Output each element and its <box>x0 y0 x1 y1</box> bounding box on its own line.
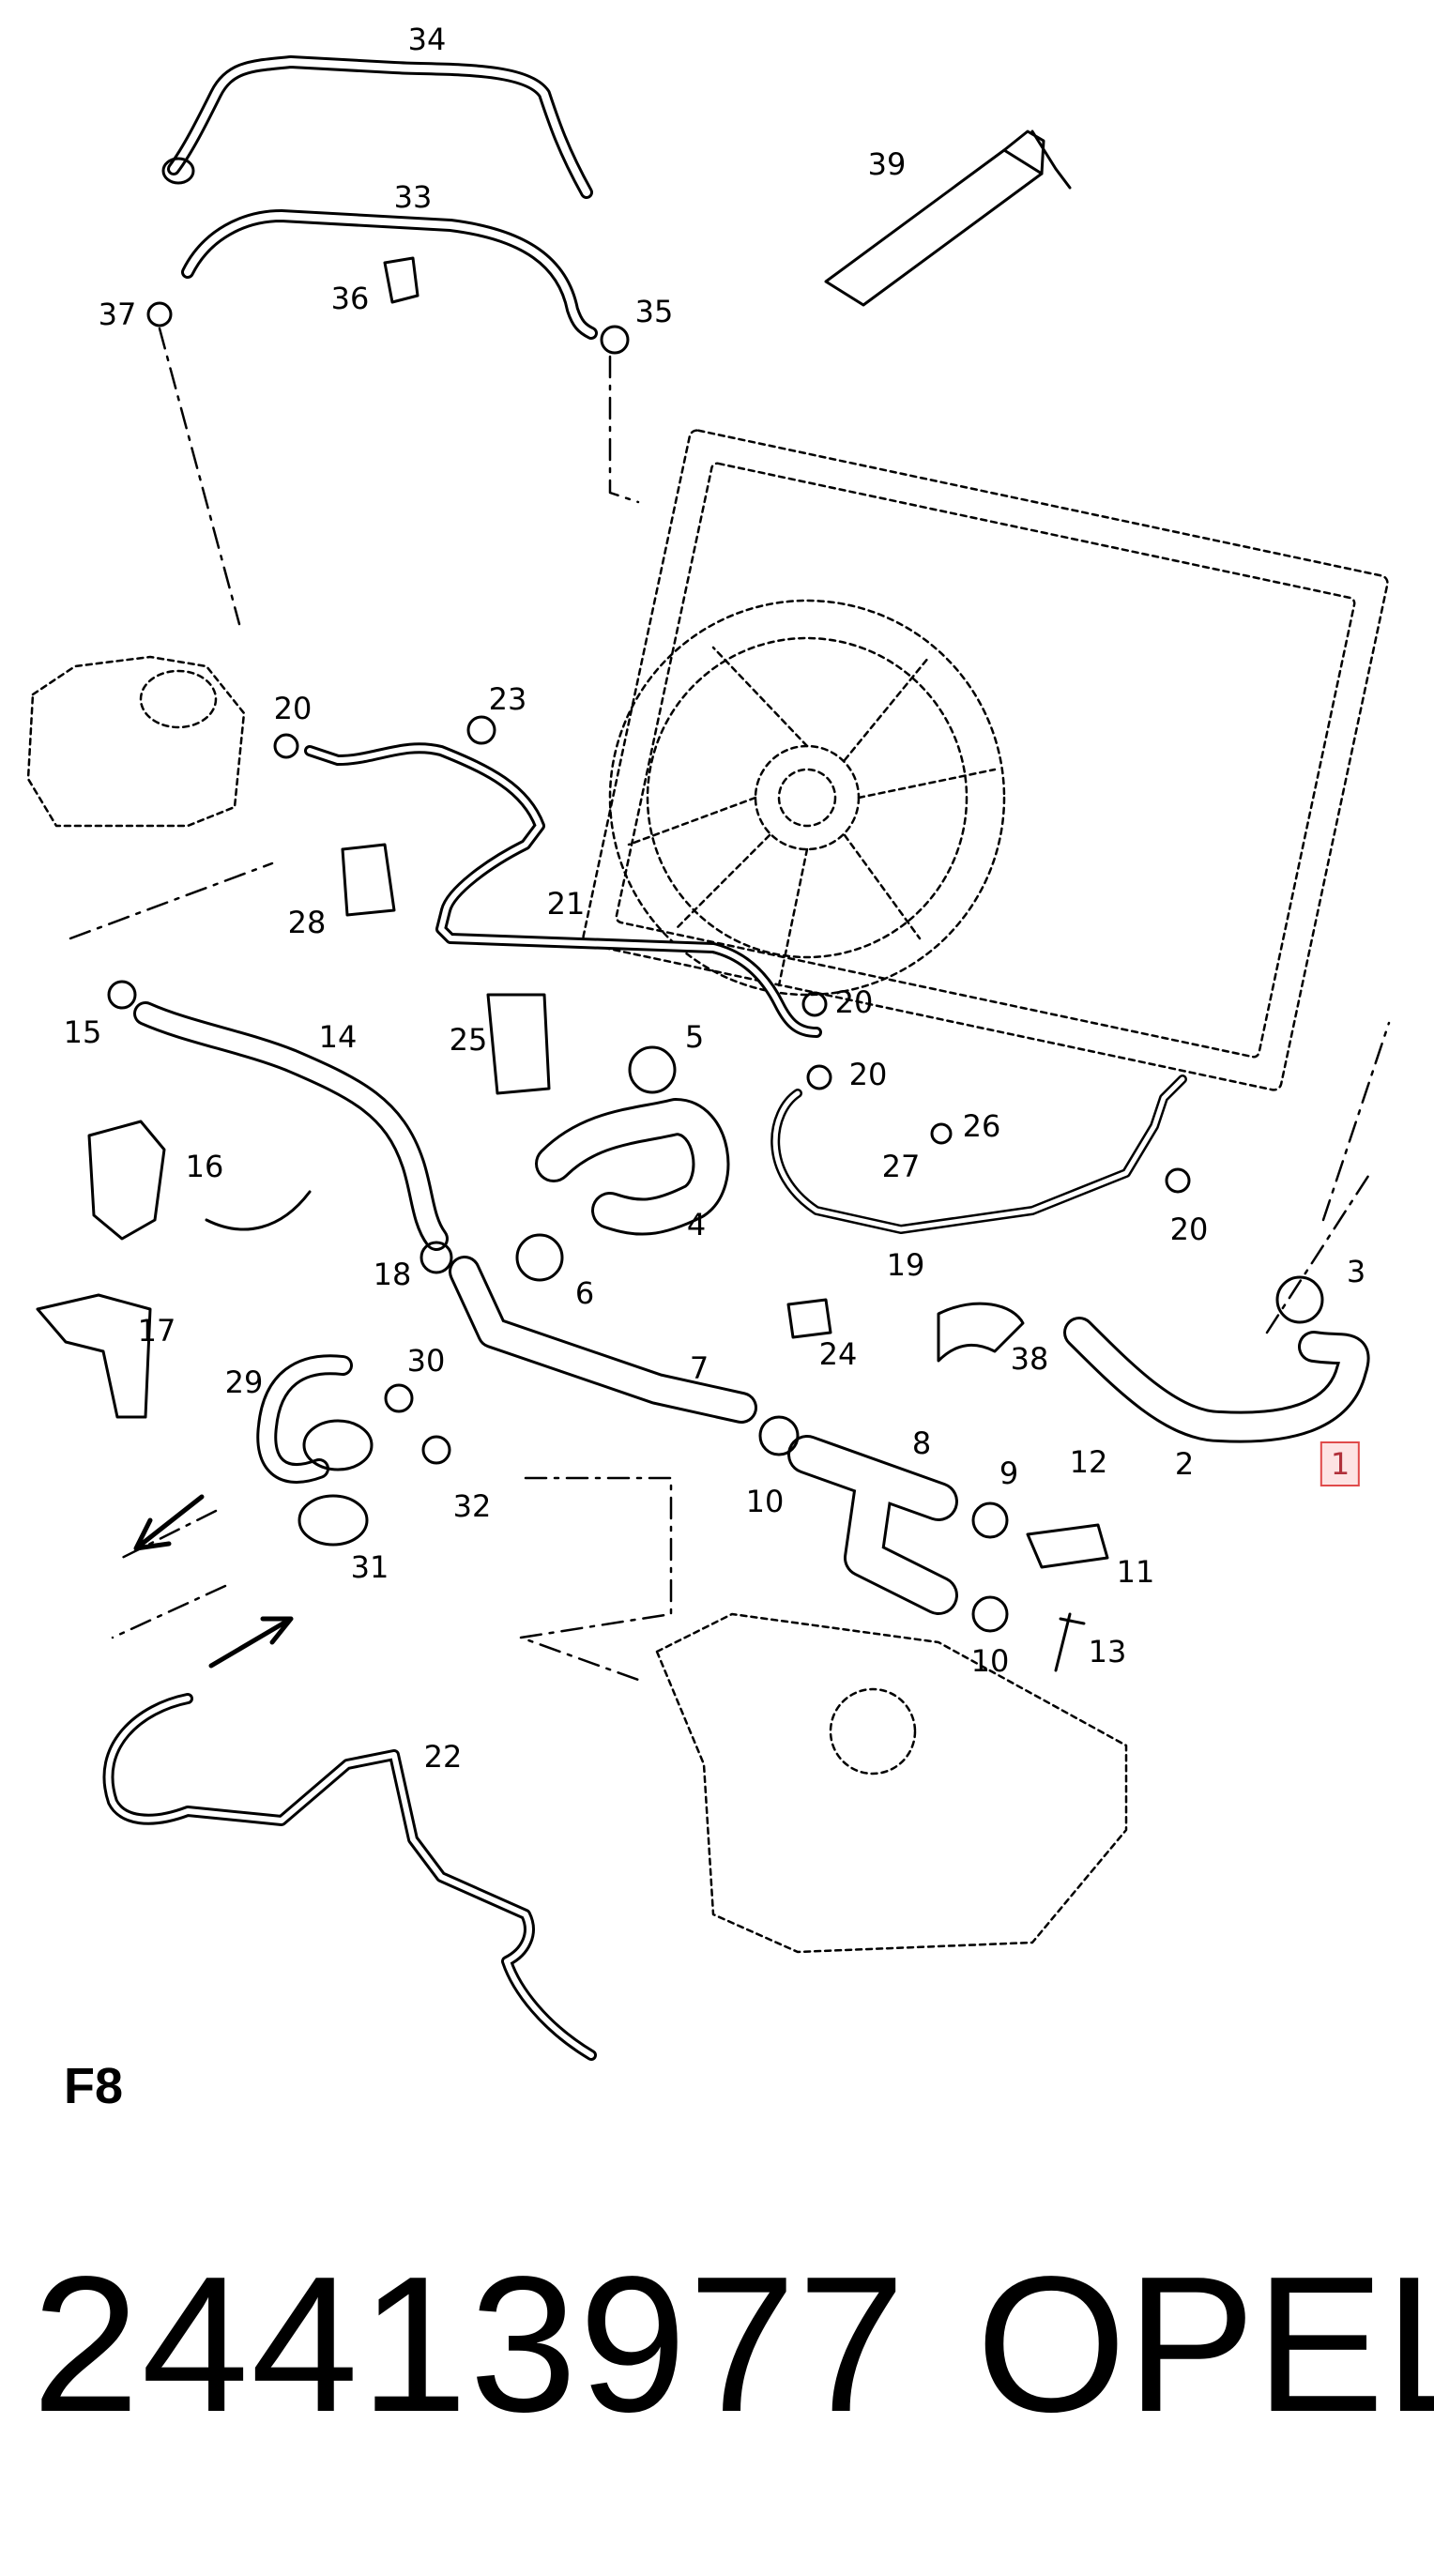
callout-2: 2 <box>1174 1446 1195 1482</box>
callout-7: 7 <box>689 1350 709 1386</box>
callout-25: 25 <box>449 1022 488 1058</box>
callout-20a: 20 <box>273 691 313 726</box>
callout-20c: 20 <box>848 1057 888 1092</box>
radiator-drawing <box>582 429 1389 1091</box>
callout-35: 35 <box>634 294 674 329</box>
brand-name: OPEL <box>976 2236 1434 2452</box>
clamp-20a-drawing <box>273 733 299 759</box>
callout-9: 9 <box>999 1456 1019 1491</box>
callout-39: 39 <box>867 146 907 182</box>
callout-23: 23 <box>488 681 527 717</box>
callout-3: 3 <box>1346 1254 1366 1289</box>
callout-32: 32 <box>452 1488 492 1524</box>
callout-12: 12 <box>1069 1444 1108 1480</box>
callout-22: 22 <box>423 1739 463 1775</box>
callout-24: 24 <box>818 1336 858 1372</box>
callout-6: 6 <box>574 1275 595 1311</box>
clamp-5-drawing <box>628 1045 677 1094</box>
clip-25-drawing <box>486 993 551 1095</box>
flow-arrow-left <box>133 1494 205 1551</box>
clamp-20c-drawing <box>806 1064 832 1090</box>
intake-manifold-drawing <box>655 1612 1128 1954</box>
thermostat-housing-16-drawing <box>87 1120 166 1241</box>
flange-11-drawing <box>1026 1523 1109 1569</box>
callout-33: 33 <box>393 179 433 215</box>
callout-29: 29 <box>224 1364 264 1400</box>
callout-17: 17 <box>137 1313 176 1349</box>
fan-drawing <box>608 599 1006 997</box>
clamp-35-drawing <box>600 325 630 355</box>
bracket-28-drawing <box>341 843 396 917</box>
flow-arrow-right <box>208 1616 294 1669</box>
callout-21: 21 <box>546 886 586 922</box>
section-label: F8 <box>64 2058 124 2114</box>
callout-18: 18 <box>373 1257 412 1292</box>
callout-8: 8 <box>911 1425 932 1461</box>
connector-31-drawing <box>297 1494 369 1547</box>
callout-10a: 10 <box>745 1484 785 1519</box>
clamp-30-drawing <box>384 1383 414 1413</box>
expansion-tank-drawing <box>26 655 246 828</box>
callout-20b: 20 <box>834 984 874 1020</box>
callout-34: 34 <box>407 22 447 57</box>
clamp-15-drawing <box>107 980 137 1010</box>
clamp-20d-drawing <box>1165 1167 1191 1194</box>
clamp-20b-drawing <box>801 991 828 1017</box>
clamp-37-drawing <box>146 301 173 328</box>
part-number: 24413977 <box>32 2236 908 2452</box>
clip-24-drawing <box>786 1298 832 1339</box>
cooling-system-exploded-diagram: 34 39 33 37 36 35 20 23 21 28 15 14 25 5… <box>26 22 1391 2061</box>
clamp-18-drawing <box>420 1241 453 1274</box>
pipe-22-drawing <box>102 1693 597 2061</box>
callout-14: 14 <box>318 1019 358 1055</box>
callout-5: 5 <box>684 1019 705 1055</box>
callout-27: 27 <box>881 1149 921 1184</box>
pipe-19-drawing <box>770 1075 1187 1234</box>
hose-33-drawing <box>181 209 598 340</box>
callout-20d: 20 <box>1169 1212 1209 1247</box>
callout-19: 19 <box>886 1247 925 1283</box>
callout-30: 30 <box>406 1343 446 1379</box>
bracket-17-drawing <box>36 1293 152 1419</box>
callout-36: 36 <box>330 281 370 316</box>
callout-15: 15 <box>63 1014 102 1050</box>
clip-36-drawing <box>383 256 420 304</box>
bolt-13-drawing <box>1054 1612 1086 1672</box>
clamp-9-drawing <box>971 1501 1009 1539</box>
callout-4: 4 <box>686 1207 707 1242</box>
clamp-6-drawing <box>515 1233 564 1282</box>
screw-23-drawing <box>466 715 496 745</box>
callout-38: 38 <box>1010 1341 1049 1377</box>
callout-31: 31 <box>350 1549 389 1585</box>
clip-38-drawing <box>937 1302 1025 1363</box>
callout-11: 11 <box>1116 1554 1155 1590</box>
clamp-3-drawing <box>1275 1275 1324 1324</box>
clamp-10a-drawing <box>758 1415 800 1456</box>
flow-arrow-curve <box>205 1190 312 1231</box>
callout-1-highlighted: 1 <box>1320 1441 1361 1486</box>
clamp-10b-drawing <box>971 1595 1009 1633</box>
screw-26-drawing <box>930 1122 953 1145</box>
callout-28: 28 <box>287 905 327 940</box>
gas-strut-39-drawing <box>824 148 1044 307</box>
callout-37: 37 <box>98 297 137 332</box>
callout-16: 16 <box>185 1149 224 1184</box>
callout-26: 26 <box>962 1108 1001 1144</box>
callout-13: 13 <box>1088 1634 1127 1669</box>
callout-10b: 10 <box>970 1643 1010 1679</box>
clamp-32-drawing <box>421 1435 451 1465</box>
